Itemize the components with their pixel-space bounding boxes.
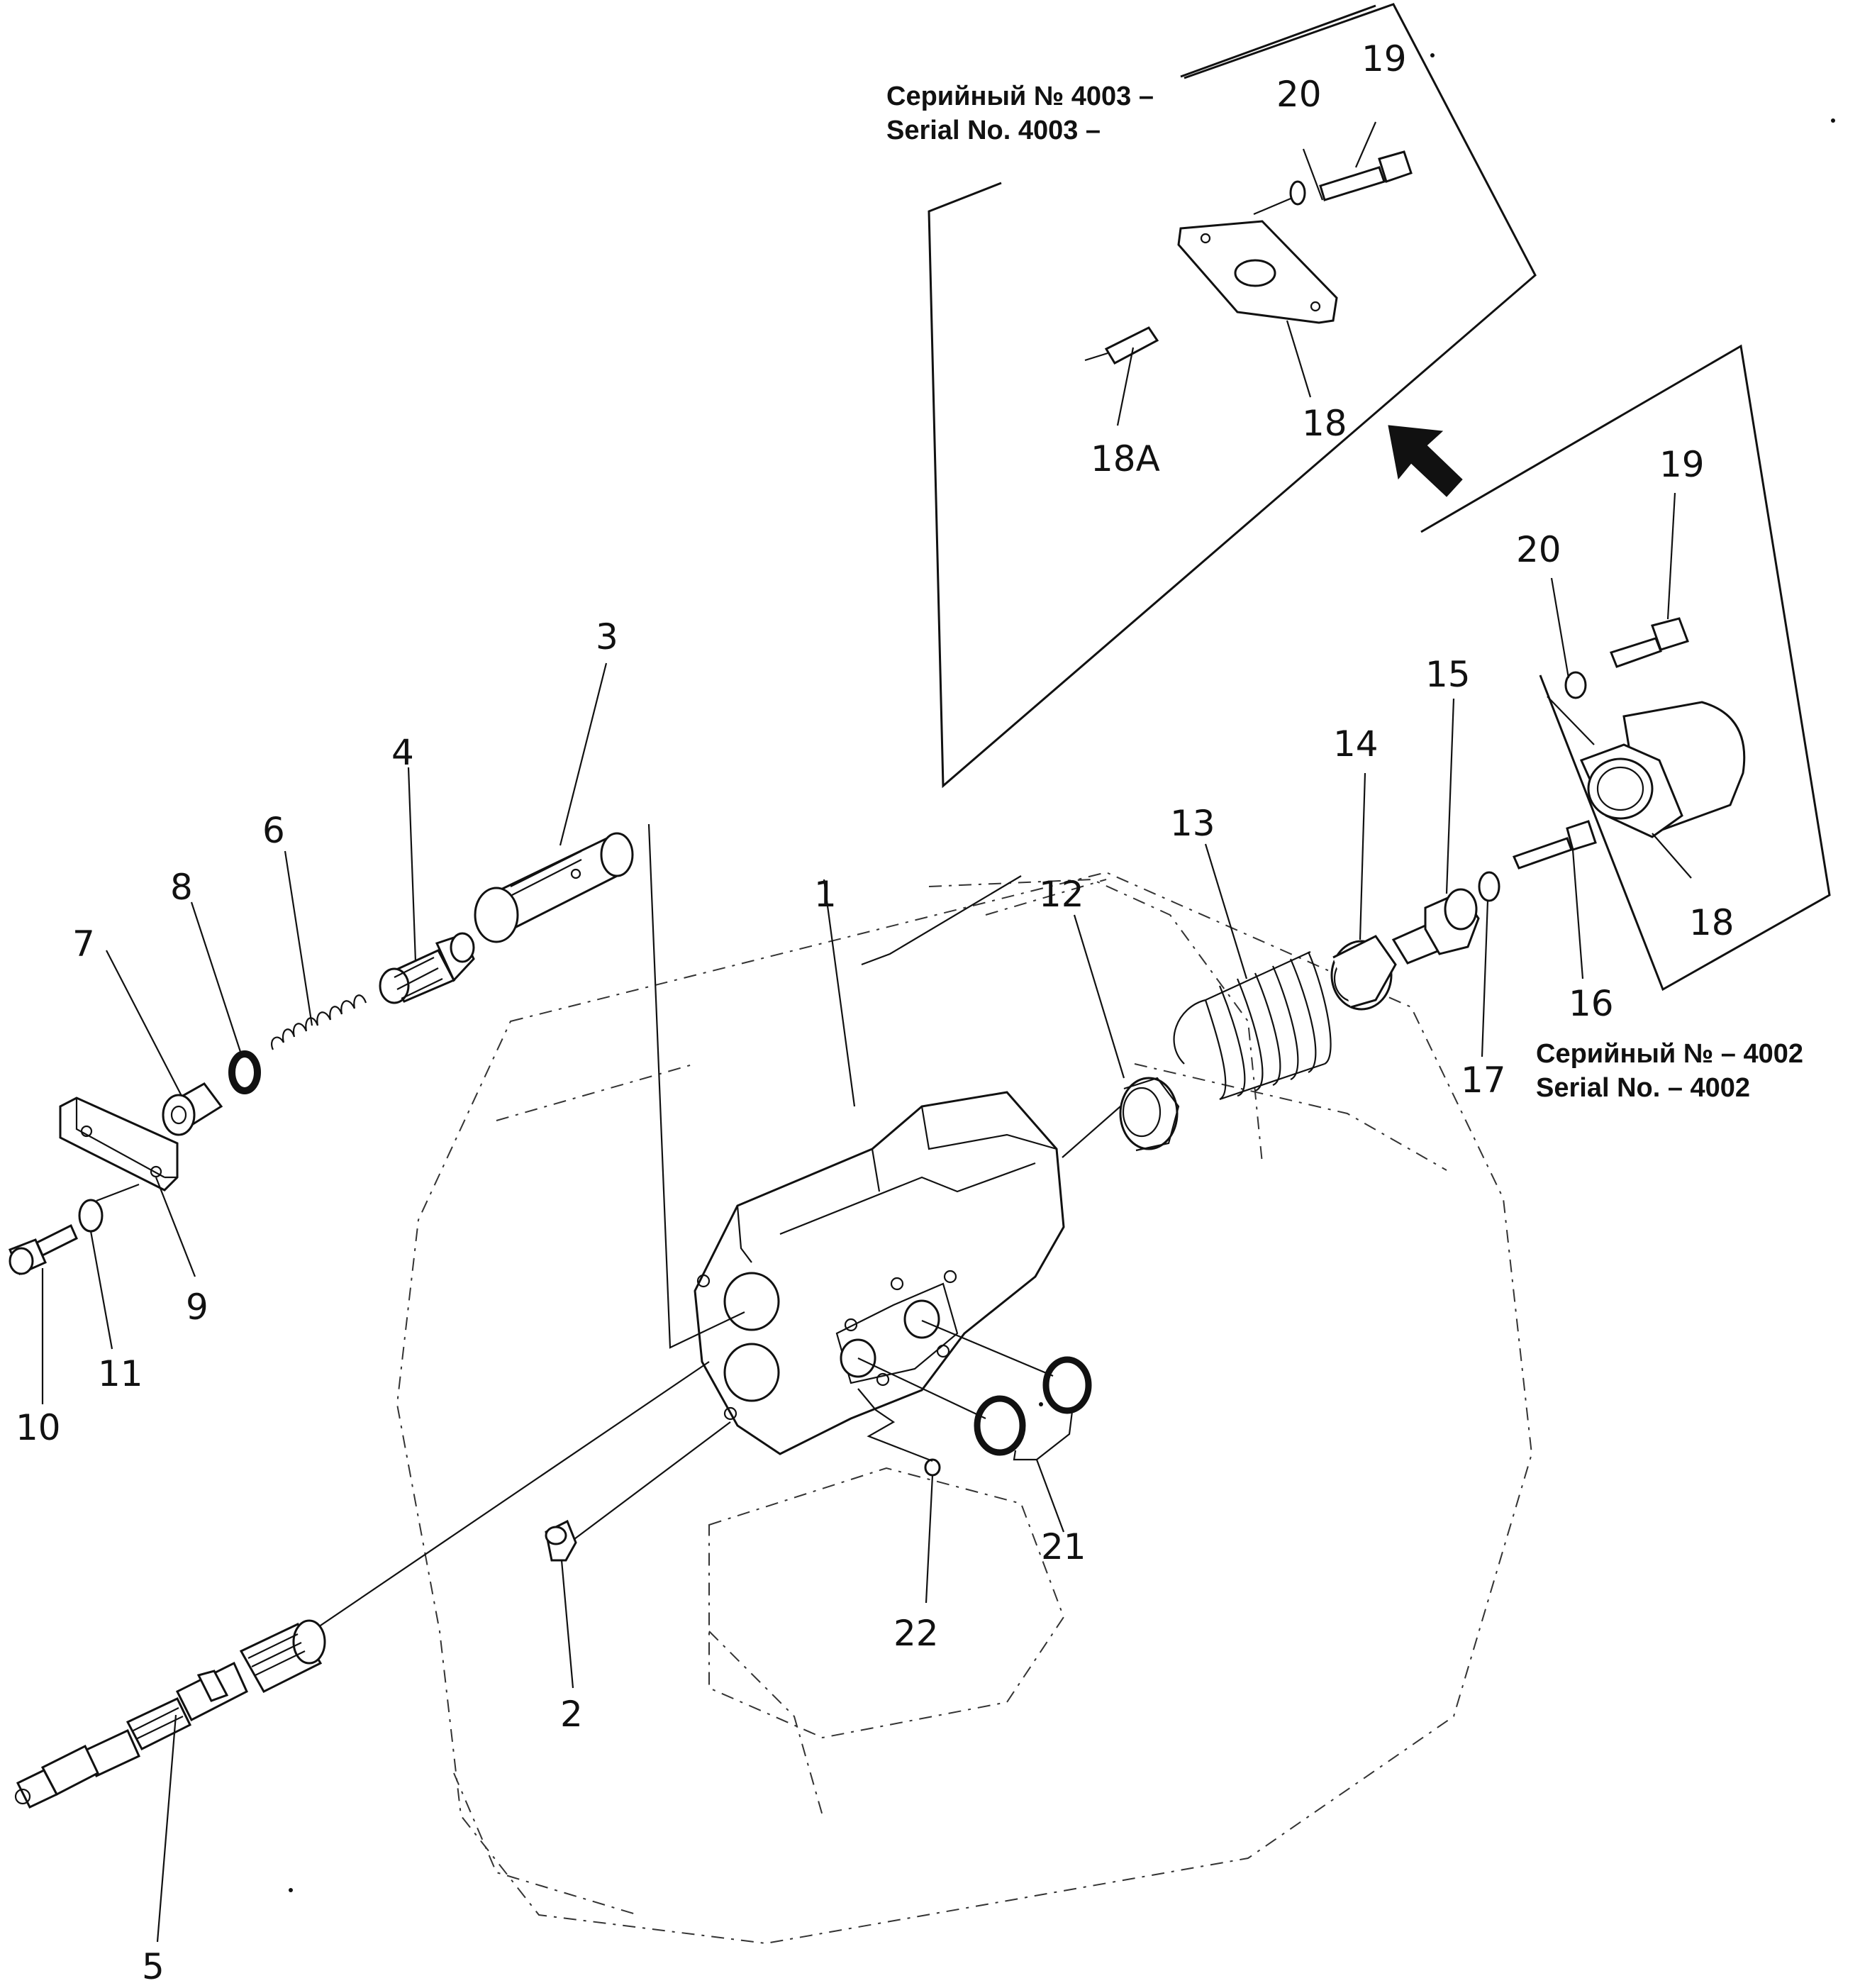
callout-3: 3 xyxy=(596,616,618,657)
callout-19-lower: 19 xyxy=(1659,444,1705,485)
snap-ring-part-17 xyxy=(1478,871,1500,902)
plug-part-2 xyxy=(545,1519,577,1562)
leader-5 xyxy=(156,1714,177,1943)
spring-part-6 xyxy=(271,994,367,1050)
inset-upper-frame xyxy=(928,3,1537,789)
callout-1: 1 xyxy=(814,874,837,915)
callout-13: 13 xyxy=(1170,803,1215,844)
leader-19-upper xyxy=(1354,121,1377,168)
callout-4: 4 xyxy=(391,732,414,773)
leader-22 xyxy=(925,1475,934,1604)
o-ring-part-8 xyxy=(228,1050,261,1094)
callout-11: 11 xyxy=(98,1353,143,1394)
axis-line-2 xyxy=(559,1421,731,1550)
callout-16: 16 xyxy=(1569,983,1614,1024)
leader-18-lower xyxy=(1652,833,1692,879)
piston-part-15 xyxy=(1391,888,1480,965)
inset-lower-frame xyxy=(1420,344,1831,992)
serial-label-en-lower: Serial No. – 4002 xyxy=(1536,1073,1750,1103)
leader-20-lower xyxy=(1550,577,1570,679)
plunger-part-4 xyxy=(379,932,475,1004)
leader-20-upper xyxy=(1302,148,1324,201)
callout-17: 17 xyxy=(1461,1060,1506,1101)
callout-18a: 18A xyxy=(1091,438,1160,479)
bolt-part-10 xyxy=(9,1223,78,1275)
leader-7 xyxy=(106,950,182,1096)
leader-21 xyxy=(1035,1459,1065,1533)
leader-1-frame xyxy=(861,875,1022,966)
arrow-icon xyxy=(1388,425,1463,497)
callout-10: 10 xyxy=(16,1407,61,1448)
small-o-ring-part-22 xyxy=(924,1458,941,1477)
leader-15 xyxy=(1445,698,1455,894)
callout-5: 5 xyxy=(142,1946,165,1987)
retainer-cap-part-7 xyxy=(162,1082,223,1136)
leader-3 xyxy=(559,662,608,846)
leader-18-upper xyxy=(1286,320,1312,398)
serial-label-ru-upper: Серийный № 4003 – xyxy=(886,82,1154,111)
callout-14: 14 xyxy=(1333,723,1379,765)
axis-line-3 xyxy=(647,823,745,1349)
callout-19-upper: 19 xyxy=(1361,38,1407,79)
leader-8 xyxy=(190,901,243,1055)
callout-6: 6 xyxy=(262,810,285,851)
leader-9 xyxy=(155,1177,196,1277)
callout-8: 8 xyxy=(170,867,193,908)
o-rings-part-21 xyxy=(974,1356,1092,1456)
transmission-housing-phantom xyxy=(396,871,1533,1945)
callout-9: 9 xyxy=(186,1287,208,1328)
callout-20-lower: 20 xyxy=(1516,529,1561,570)
callout-12: 12 xyxy=(1039,874,1084,915)
washer-part-20-upper xyxy=(1289,180,1306,206)
leader-19-lower xyxy=(1666,492,1676,620)
leader-6 xyxy=(284,850,313,1026)
leader-14 xyxy=(1359,772,1366,940)
leader-4 xyxy=(407,767,417,962)
leader-11 xyxy=(89,1231,113,1350)
callout-18-lower: 18 xyxy=(1689,902,1734,943)
callout-2: 2 xyxy=(560,1694,583,1735)
callout-7: 7 xyxy=(72,923,95,965)
axis-line-12 xyxy=(1062,1106,1121,1158)
bolt-part-19-lower xyxy=(1610,617,1689,668)
serial-label-ru-lower: Серийный № – 4002 xyxy=(1536,1039,1803,1069)
callout-18-upper: 18 xyxy=(1302,403,1347,444)
sleeve-part-3 xyxy=(474,832,634,943)
callout-20-upper: 20 xyxy=(1276,74,1322,115)
leader-17 xyxy=(1481,900,1489,1057)
spring-part-13 xyxy=(1173,951,1332,1101)
serial-label-en-upper: Serial No. 4003 – xyxy=(886,116,1101,145)
callout-21: 21 xyxy=(1041,1526,1086,1567)
axis-line-5 xyxy=(311,1361,710,1632)
callout-15: 15 xyxy=(1425,654,1471,695)
plate-part-9 xyxy=(59,1096,179,1192)
spool-assembly-part-5 xyxy=(14,1619,326,1809)
retainer-part-14 xyxy=(1330,935,1397,1011)
leader-22-bracket xyxy=(857,1388,933,1462)
callout-22: 22 xyxy=(893,1613,939,1654)
washer-part-20-lower xyxy=(1564,671,1587,699)
leader-13 xyxy=(1204,843,1248,979)
cover-housing-part-18-lower xyxy=(1579,701,1746,838)
lock-washer-part-11 xyxy=(78,1199,104,1233)
pin-part-18a xyxy=(1084,326,1159,365)
bolt-part-16 xyxy=(1512,820,1597,870)
leader-18a xyxy=(1116,347,1135,426)
bolt-part-19-upper xyxy=(1319,150,1413,201)
leader-12 xyxy=(1073,914,1125,1079)
leader-2 xyxy=(560,1560,574,1689)
seal-part-12 xyxy=(1119,1077,1180,1152)
leader-1 xyxy=(823,879,856,1107)
leader-16 xyxy=(1571,849,1584,979)
cover-plate-part-18-upper xyxy=(1177,220,1338,324)
